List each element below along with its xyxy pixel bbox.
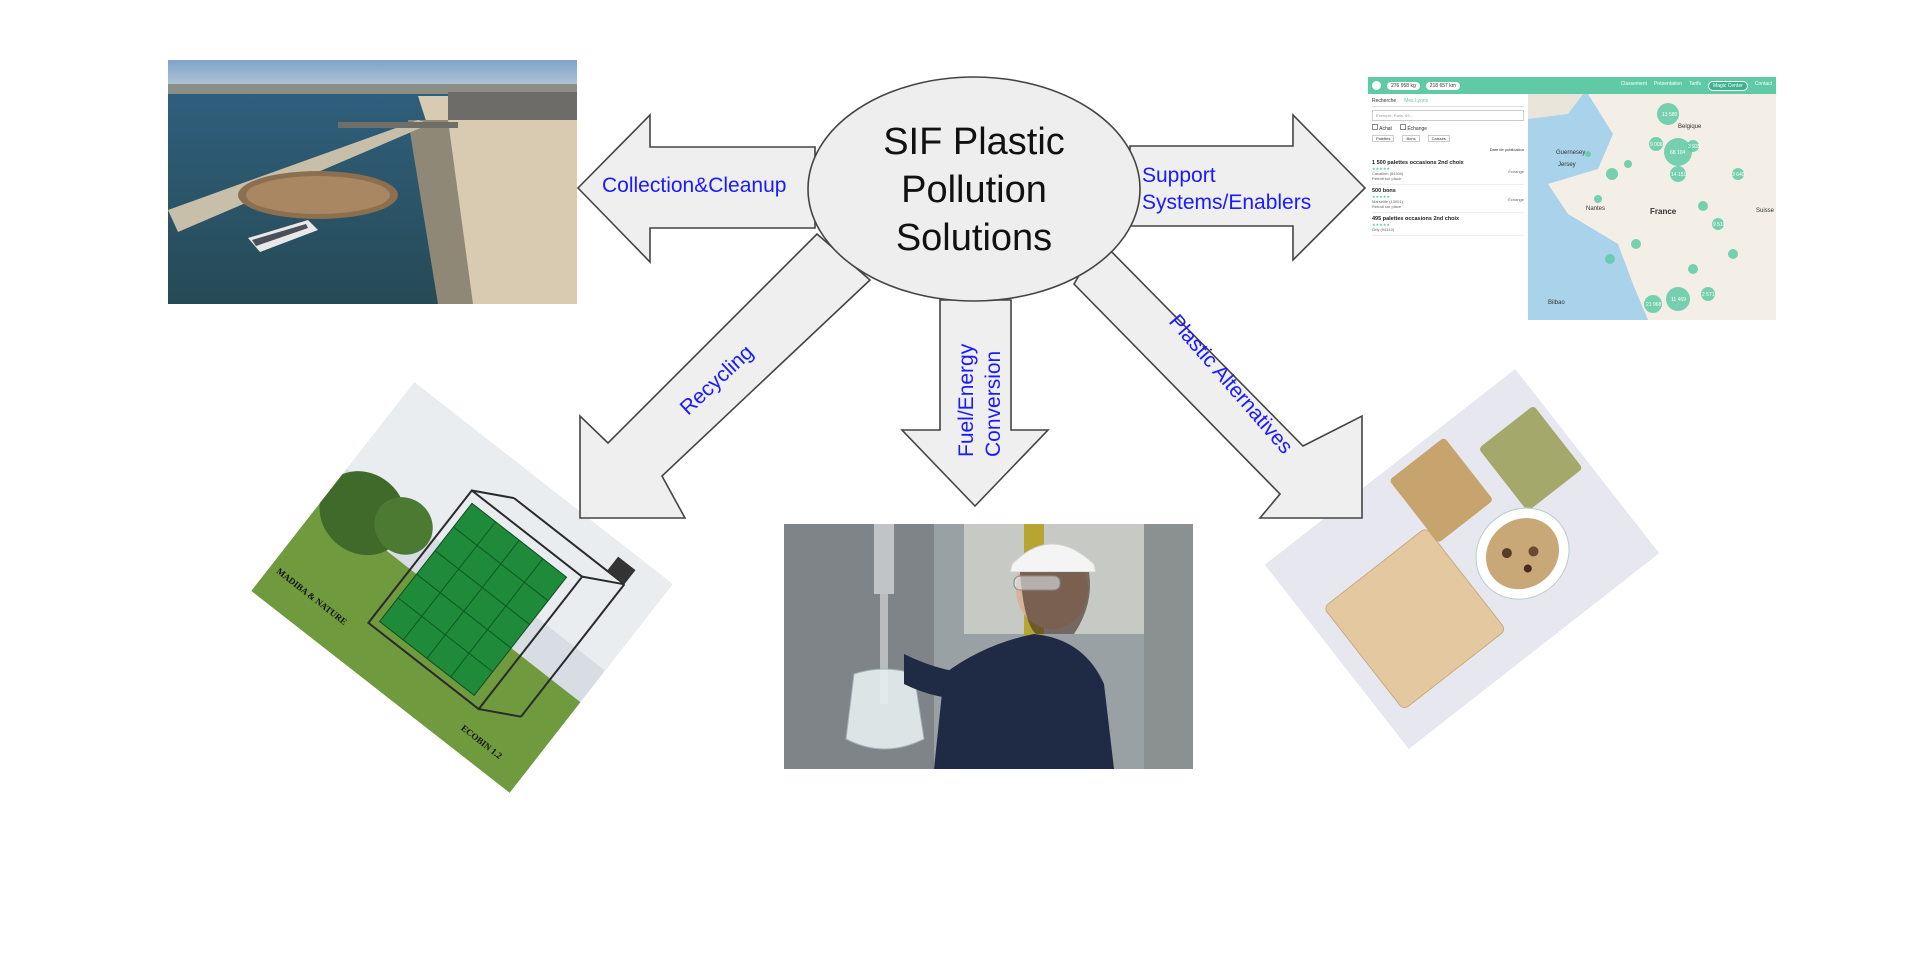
nav-item: Contact — [1754, 80, 1772, 87]
map-label: Suisse — [1756, 208, 1775, 214]
list-item: 495 palettes occasions 2nd choix ★★★★★ O… — [1372, 213, 1524, 236]
bioplastic-samples-photo — [1264, 368, 1660, 750]
app-logo — [1372, 81, 1381, 90]
cluster-label: 2 571 — [1702, 292, 1715, 298]
listing-title: 1 500 palettes occasions 2nd choix — [1372, 160, 1464, 166]
nav-item: Présentation — [1654, 80, 1683, 87]
label-support-line1: Support — [1142, 164, 1216, 187]
map-label: Belgique — [1678, 124, 1702, 130]
type-checks: Achat Échange — [1372, 124, 1524, 132]
list-item: 1 500 palettes occasions 2nd choix ★★★★★… — [1372, 157, 1524, 185]
listing-delivery: Retrait sur place — [1372, 204, 1402, 209]
listing-place: Orly (94310) — [1372, 227, 1395, 232]
filter-bons: Bons — [1402, 135, 1420, 142]
nav-item: Tarifs — [1689, 80, 1702, 87]
nav-item: Magic Center — [1708, 80, 1748, 91]
search-input: Exemple: Paris, 69... — [1372, 110, 1524, 121]
listing-badge: Échange — [1508, 169, 1524, 174]
france-map: 13 580 9 006 68 104 3 935 14 151 3 640 9… — [1528, 94, 1776, 320]
sort-label: Date de publication — [1489, 147, 1524, 152]
listing-title: 500 bons — [1372, 188, 1396, 194]
listing-place: Cavaillon (84300) — [1372, 171, 1404, 176]
cluster-label: 3 935 — [1688, 144, 1701, 150]
listing-badge: Échange — [1508, 197, 1524, 202]
harbor-cleanup-photo — [168, 60, 577, 304]
list-item: 500 bons ★★★★★ Marseille (13001) Retrait… — [1372, 185, 1524, 213]
recycling-bin-photo: MADIBA & NATURE ECOBIN 1.2 — [251, 382, 673, 793]
listing-delivery: Retrait sur place — [1372, 176, 1402, 181]
label-fuel-line1: Fuel/Energy — [955, 343, 978, 457]
cluster-label: 68 104 — [1670, 150, 1686, 156]
stat-weight: 276 958 kg — [1387, 81, 1420, 90]
map-app-nav: Classement Présentation Tarifs Magic Cen… — [1620, 80, 1772, 91]
cluster-label: 3 640 — [1732, 172, 1745, 178]
listing-title: 495 palettes occasions 2nd choix — [1372, 216, 1460, 222]
filter-caisses: Caisses — [1427, 135, 1450, 142]
rating-stars: ★★★★★ — [1372, 166, 1390, 171]
arrow-alternatives — [1072, 238, 1363, 519]
map-app-sidebar: Recherche Mes Lyons Exemple: Paris, 69..… — [1368, 94, 1528, 320]
cluster-label: 9 006 — [1650, 142, 1663, 148]
tab-recherche: Recherche — [1372, 98, 1397, 104]
check-echange: Échange — [1399, 124, 1427, 132]
tab-mes-lyons: Mes Lyons — [1404, 98, 1429, 104]
cluster-markers — [1585, 103, 1744, 313]
filter-palettes: Palettes — [1372, 135, 1395, 142]
listing-place: Marseille (13001) — [1372, 199, 1403, 204]
label-collection: Collection&Cleanup — [602, 174, 786, 197]
rating-stars: ★★★★★ — [1372, 222, 1390, 227]
stat-distance: 218 657 km — [1425, 81, 1460, 90]
lab-scientist-photo — [784, 524, 1193, 769]
center-title-line3: Solutions — [896, 217, 1052, 259]
map-app-topbar: 276 958 kg 218 657 km Classement Présent… — [1368, 77, 1776, 94]
map-label: Nantes — [1586, 206, 1605, 212]
center-title-line1: SIF Plastic — [883, 121, 1065, 163]
arrow-recycling — [579, 232, 872, 519]
sidebar-tabs: Recherche Mes Lyons — [1372, 96, 1524, 107]
map-label: Jersey — [1558, 162, 1576, 168]
cluster-label: 21 968 — [1646, 302, 1662, 308]
center-node — [807, 76, 1141, 302]
label-fuel-line2: Conversion — [982, 351, 1005, 457]
filter-row: Palettes Bons Caisses — [1372, 135, 1524, 142]
cluster-label: 9 511 — [1713, 222, 1725, 228]
map-web-app-screenshot: 276 958 kg 218 657 km Classement Présent… — [1368, 77, 1776, 320]
cluster-label: 14 151 — [1671, 172, 1687, 178]
center-title-line2: Pollution — [901, 169, 1047, 211]
cluster-label: 13 580 — [1662, 112, 1678, 118]
cluster-label: 11 469 — [1671, 297, 1686, 303]
map-label: France — [1650, 207, 1677, 216]
nav-item: Classement — [1620, 80, 1647, 87]
map-label: Bilbao — [1548, 300, 1565, 306]
map-label: Guernesey — [1556, 150, 1585, 156]
arrow-support — [1129, 113, 1367, 262]
arrow-collection — [576, 113, 816, 264]
check-achat: Achat — [1372, 124, 1392, 132]
rating-stars: ★★★★★ — [1372, 194, 1390, 199]
arrow-fuel — [900, 299, 1050, 508]
label-support-line2: Systems/Enablers — [1142, 191, 1311, 214]
